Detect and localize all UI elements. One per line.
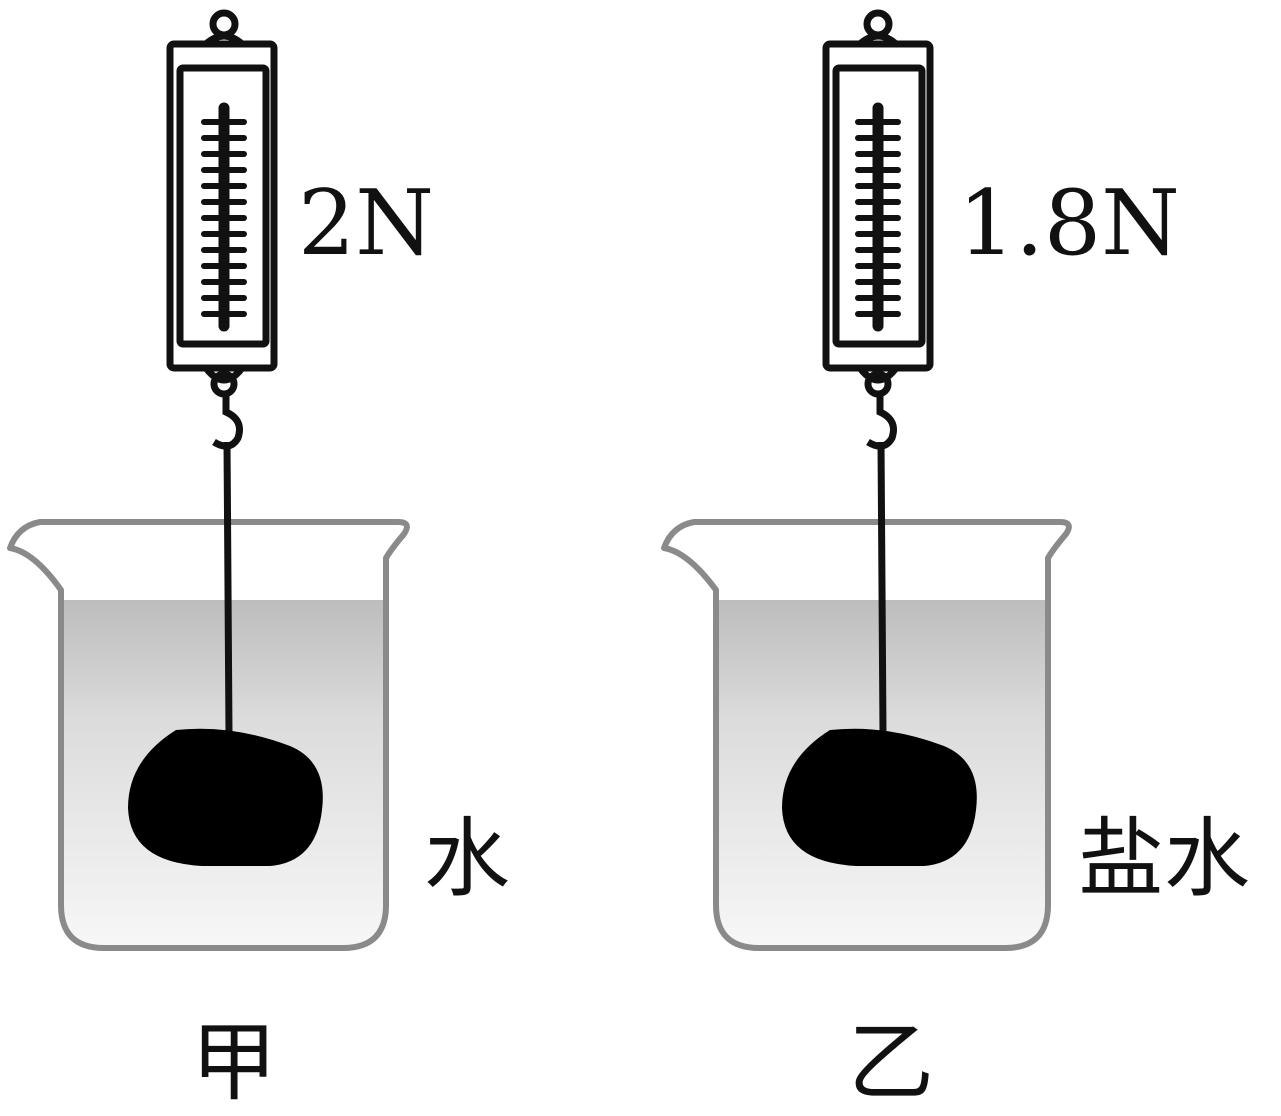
bottom-ring-yi	[864, 370, 892, 398]
submerged-object-jia	[128, 728, 323, 866]
setup-yi: 1.8N 盐水 乙	[661, 9, 1250, 1113]
caption-yi: 乙	[848, 1013, 934, 1113]
scale-ticks-jia	[201, 119, 247, 317]
spring-scale-jia	[166, 9, 278, 450]
liquid-label-jia: 水	[424, 809, 510, 909]
setup-jia: 2N 水 甲	[7, 9, 510, 1113]
spring-scale-yi	[822, 9, 934, 450]
bottom-ring-jia	[210, 370, 238, 398]
liquid-label-yi: 盐水	[1078, 809, 1250, 909]
hook-yi	[866, 394, 897, 450]
bottom-loop-yi	[857, 365, 899, 384]
scale-outer-case-yi	[822, 40, 934, 372]
submerged-object-yi	[782, 728, 977, 866]
scale-reading-yi: 1.8N	[958, 171, 1180, 276]
scale-inner-case-jia	[176, 64, 270, 348]
beaker-jia	[7, 519, 410, 951]
scale-ticks-yi	[855, 119, 901, 317]
string-jia	[223, 441, 233, 735]
top-ring-jia	[209, 9, 239, 39]
bottom-loop-jia	[203, 365, 245, 384]
scale-reading-jia: 2N	[298, 171, 434, 276]
hook-jia	[212, 394, 243, 450]
string-yi	[877, 441, 887, 735]
scale-inner-case-yi	[832, 64, 926, 348]
scale-outer-case-jia	[166, 40, 278, 372]
caption-jia: 甲	[191, 1013, 277, 1113]
beaker-yi	[661, 519, 1072, 951]
top-ring-yi	[863, 9, 893, 39]
